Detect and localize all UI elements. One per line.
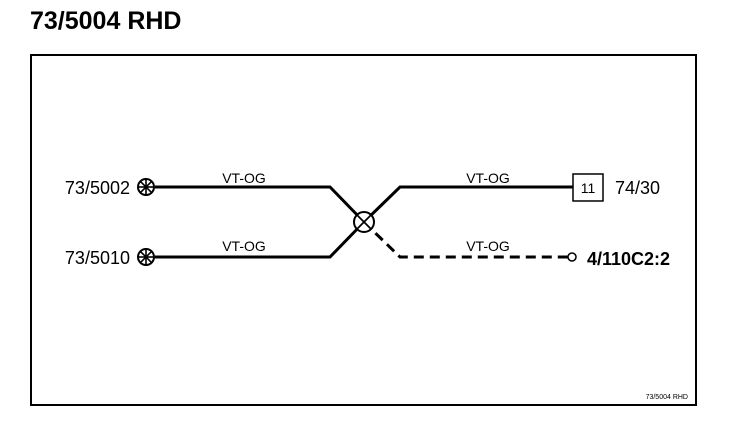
connector-symbol-73-5010	[137, 248, 155, 266]
connector-label-4-110c2-2: 4/110C2:2	[587, 249, 670, 269]
terminal-dot-4-110c2-2	[567, 252, 577, 262]
wire-label-74-30: VT-OG	[466, 170, 510, 186]
connector-label-73-5002: 73/5002	[65, 178, 130, 198]
wire-74-30	[362, 185, 573, 224]
wire-label-4-110c2-2: VT-OG	[466, 238, 510, 254]
connector-label-74-30: 74/30	[615, 178, 660, 198]
wire-label-73-5002: VT-OG	[222, 170, 266, 186]
wire-4-110c2-2	[362, 220, 568, 259]
connector-label-73-5010: 73/5010	[65, 248, 130, 268]
pin-number: 11	[581, 180, 596, 196]
pin-box-11	[572, 173, 604, 202]
footer-reference: 73/5004 RHD	[646, 394, 688, 401]
wire-73-5002	[155, 185, 366, 224]
wire-label-73-5010: VT-OG	[222, 238, 266, 254]
page-title: 73/5004 RHD	[30, 7, 182, 35]
diagram-frame	[30, 54, 697, 406]
connector-symbol-73-5002	[137, 178, 155, 196]
wire-73-5010	[155, 220, 366, 259]
splice-symbol	[353, 211, 375, 233]
